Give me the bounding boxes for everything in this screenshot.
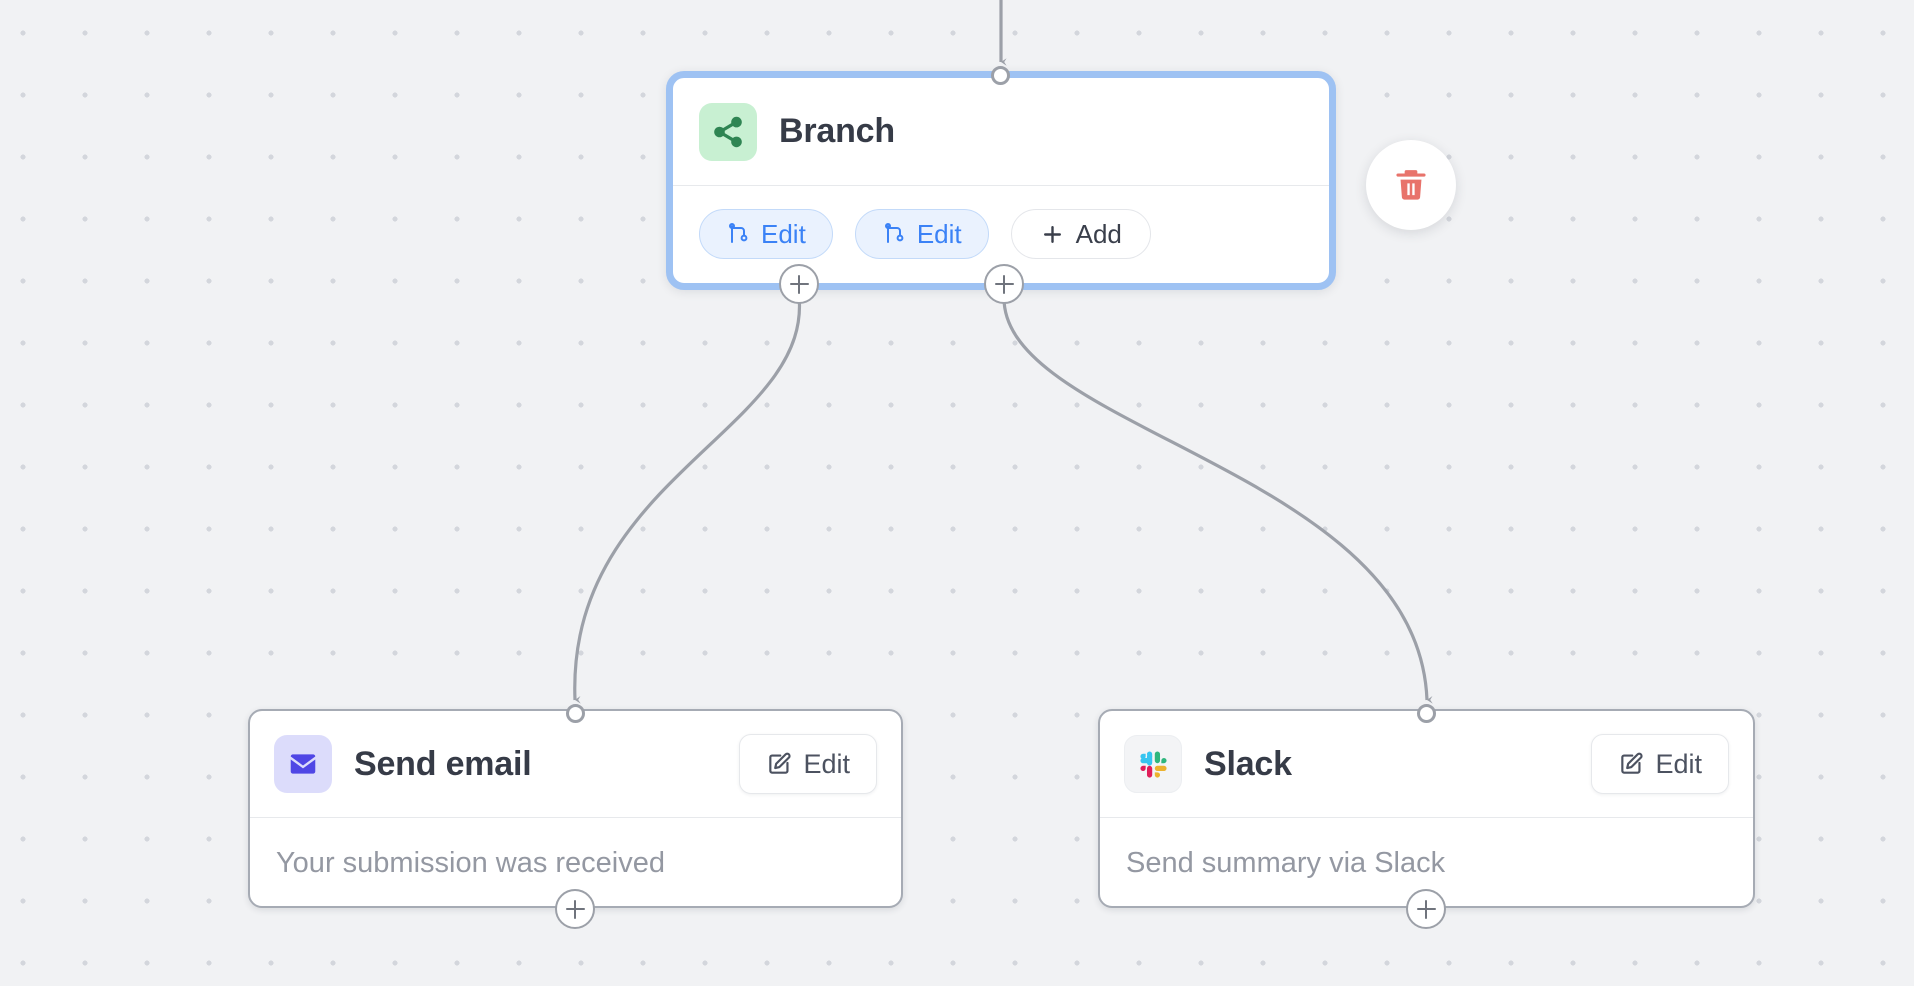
square-pen-icon: [1618, 751, 1644, 777]
slack-source-handle[interactable]: [1406, 889, 1446, 929]
node-slack-header: Slack Edit: [1100, 711, 1753, 818]
edge-branch-to-email: [573, 295, 801, 704]
branch-add-label: Add: [1075, 218, 1122, 249]
plus-icon: [1040, 222, 1065, 247]
git-branch-icon: [726, 222, 750, 246]
node-slack-body: Send summary via Slack: [1100, 818, 1753, 908]
send-email-edit-button[interactable]: Edit: [739, 734, 877, 794]
envelope-icon: [274, 735, 332, 793]
node-branch-title: Branch: [779, 112, 895, 150]
node-send-email-title: Send email: [354, 744, 532, 783]
email-target-handle[interactable]: [566, 704, 585, 723]
node-send-email-body: Your submission was received: [250, 818, 901, 908]
node-slack-title: Slack: [1204, 744, 1292, 783]
delete-node-button[interactable]: [1366, 140, 1456, 230]
git-branch-icon: [882, 222, 906, 246]
slack-target-handle[interactable]: [1417, 704, 1436, 723]
share-nodes-icon: [699, 102, 757, 161]
node-send-email[interactable]: Send email Edit Your submission was rece…: [248, 709, 903, 908]
node-branch-header: Branch: [673, 78, 1329, 186]
branch-source-handle-left[interactable]: [779, 264, 819, 304]
branch-edit-label-1: Edit: [761, 218, 806, 249]
branch-source-handle-right[interactable]: [984, 264, 1024, 304]
trash-icon: [1392, 166, 1430, 204]
node-branch[interactable]: Branch Edit: [666, 71, 1336, 290]
square-pen-icon: [766, 751, 792, 777]
branch-edit-button-2[interactable]: Edit: [854, 209, 989, 259]
edge-branch-to-slack: [1002, 295, 1433, 704]
node-slack[interactable]: Slack Edit Send summary via Slack: [1098, 709, 1755, 908]
send-email-edit-label: Edit: [803, 748, 850, 779]
node-send-email-subtitle: Your submission was received: [276, 846, 666, 879]
slack-edit-button[interactable]: Edit: [1591, 734, 1729, 794]
send-email-source-handle[interactable]: [555, 889, 595, 929]
branch-edit-label-2: Edit: [916, 218, 962, 249]
node-send-email-header: Send email Edit: [250, 711, 901, 818]
branch-edit-button-1[interactable]: Edit: [699, 209, 833, 259]
node-slack-subtitle: Send summary via Slack: [1126, 846, 1446, 879]
branch-target-handle[interactable]: [991, 66, 1010, 85]
node-branch-actions: Edit Edit: [673, 186, 1329, 282]
branch-add-button[interactable]: Add: [1010, 209, 1151, 259]
slack-edit-label: Edit: [1655, 748, 1702, 779]
slack-logo-icon: [1124, 735, 1182, 793]
